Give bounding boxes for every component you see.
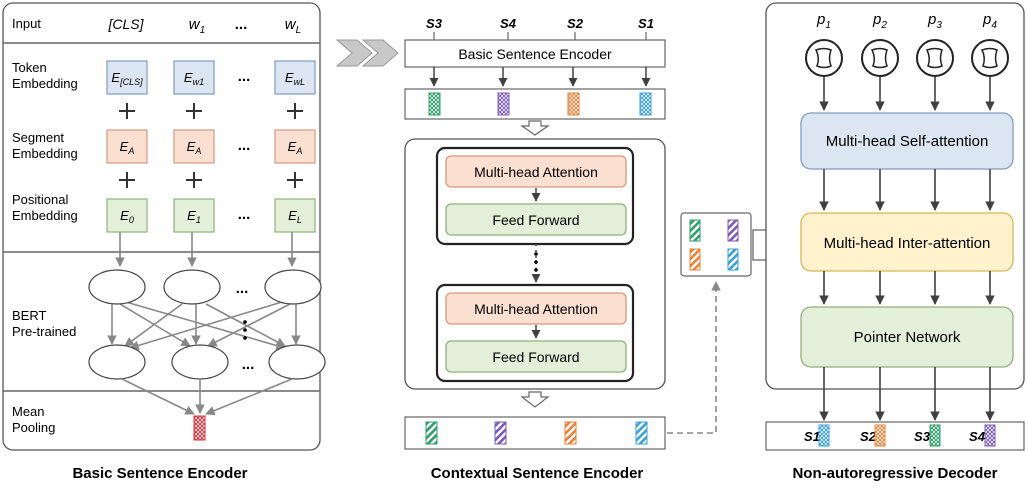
attention-label: Multi-head Attention — [474, 164, 598, 180]
down-arrow-icon — [520, 391, 550, 408]
output-vector — [874, 424, 886, 447]
contextual-vector — [564, 421, 577, 445]
segment-embedding-boxes: EA EA EA ... — [106, 129, 316, 164]
output-vector — [818, 424, 830, 447]
output-sentence-label: S4 — [969, 429, 986, 444]
bert-network: ... ... — [88, 269, 326, 380]
input-sentence-label: S4 — [500, 16, 517, 31]
attention-label: Multi-head Attention — [474, 301, 598, 317]
sentence-vectors-row — [404, 88, 666, 120]
input-sentence-label: S2 — [567, 16, 584, 31]
encoder-memory — [680, 212, 752, 277]
header-ellipsis: ... — [235, 16, 248, 33]
attention-block — [445, 292, 627, 325]
sentence-vector — [567, 92, 580, 116]
sentence-vector — [639, 92, 652, 116]
ellipsis: ... — [238, 137, 251, 154]
sentence-vector — [428, 92, 441, 116]
output-sentence-label: S3 — [914, 429, 931, 444]
pointer-network-label: Pointer Network — [854, 329, 961, 346]
inter-attention-label: Multi-head Inter-attention — [824, 235, 991, 252]
self-attention-label: Multi-head Self-attention — [826, 133, 989, 150]
token-cls: [CLS] — [107, 16, 144, 32]
feed-forward-block — [445, 340, 627, 373]
feed-forward-block — [445, 203, 627, 236]
output-order-row — [765, 421, 1025, 451]
row-label-input: Input — [12, 16, 41, 31]
self-attention-block — [800, 112, 1014, 170]
contextual-vector — [494, 421, 507, 445]
inter-attention-block — [800, 212, 1014, 272]
attention-block — [445, 155, 627, 188]
contextual-sentence-encoder-panel: S3 S4 S2 S1 Basic Sentence Encoder Multi… — [404, 16, 721, 450]
basic-encoder-label: Basic Sentence Encoder — [458, 46, 612, 62]
output-vector — [984, 424, 996, 447]
contextual-vectors-row — [404, 416, 666, 450]
feed-forward-label: Feed Forward — [492, 349, 579, 365]
input-sentence-label: S1 — [638, 16, 654, 31]
pointer-inputs: p1 p2 p3 p4 — [805, 11, 1009, 77]
pooled-vector — [193, 415, 206, 441]
ellipsis: ... — [238, 206, 251, 223]
down-arrow-icon — [520, 120, 550, 136]
plus-icons — [119, 103, 303, 188]
token-embedding-boxes: E[CLS] Ew1 EwL ... — [106, 60, 316, 95]
caption-basic-encoder: Basic Sentence Encoder — [72, 465, 247, 482]
chevron-arrows-icon — [335, 39, 399, 67]
output-sentence-label: S2 — [860, 429, 877, 444]
contextual-vector — [425, 421, 438, 445]
caption-contextual-encoder: Contextual Sentence Encoder — [431, 465, 644, 482]
dashed-connector — [667, 281, 721, 434]
pointer-network-block — [800, 306, 1014, 368]
feed-forward-label: Feed Forward — [492, 212, 579, 228]
basic-encoder-box — [404, 39, 666, 68]
contextual-vector — [635, 421, 648, 445]
ellipsis: ... — [242, 356, 255, 373]
positional-embedding-boxes: E0 E1 EL ... — [106, 198, 316, 233]
input-sentence-label: S3 — [426, 16, 443, 31]
output-vector — [929, 424, 941, 447]
sentence-vector — [497, 92, 510, 116]
position-embedding-icon — [814, 47, 998, 69]
ellipsis: ... — [238, 68, 251, 85]
caption-decoder: Non-autoregressive Decoder — [792, 465, 997, 482]
output-sentence-label: S1 — [804, 429, 820, 444]
ellipsis: ... — [236, 280, 249, 297]
non-autoregressive-decoder-panel: p1 p2 p3 p4 Multi-head Self-attention — [765, 2, 1025, 451]
